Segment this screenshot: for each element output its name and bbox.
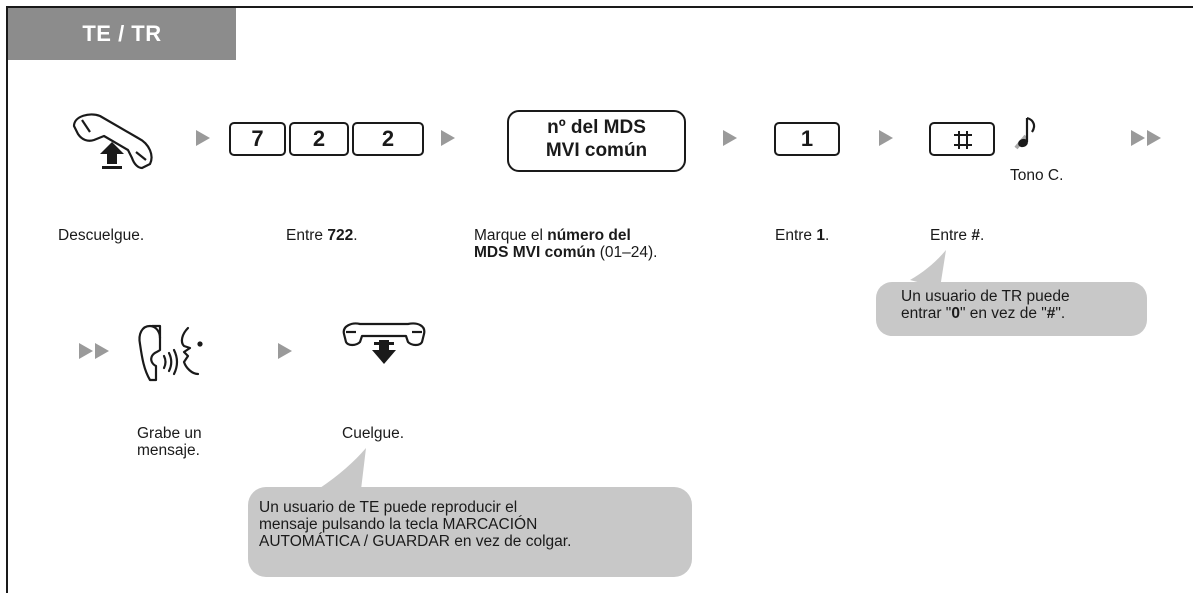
label-descuelgue: Descuelgue. bbox=[58, 227, 145, 244]
arrow-1 bbox=[196, 130, 210, 146]
label-cuelgue: Cuelgue. bbox=[342, 425, 405, 442]
record-voice-icon bbox=[138, 324, 203, 382]
frame-left-border bbox=[6, 6, 8, 593]
key-2-second: 2 bbox=[352, 122, 424, 156]
note-tr-line2-mid: " en vez de " bbox=[959, 305, 1047, 322]
key-hash bbox=[929, 122, 995, 156]
note-tr-line1: Un usuario de TR puede bbox=[901, 288, 1070, 305]
label-entre-hash-prefix: Entre bbox=[930, 227, 972, 244]
arrow-6b bbox=[95, 343, 109, 359]
arrow-6a bbox=[79, 343, 93, 359]
label-entre-hash-suffix: . bbox=[979, 227, 985, 244]
tone-label: Tono C. bbox=[1010, 167, 1064, 184]
handset-off-hook-icon bbox=[72, 113, 153, 170]
key-7: 7 bbox=[229, 122, 286, 156]
label-entre-1: Entre 1. bbox=[775, 227, 829, 244]
hash-key-icon bbox=[954, 131, 972, 149]
arrow-5a bbox=[1131, 130, 1145, 146]
label-marque-bold2: MDS MVI común bbox=[474, 244, 596, 261]
label-grabe-line2: mensaje. bbox=[137, 442, 200, 459]
label-entre-hash-value: # bbox=[971, 227, 980, 244]
arrow-3 bbox=[723, 130, 737, 146]
note-tr-line2-bold1: 0 bbox=[951, 305, 960, 322]
key-1: 1 bbox=[774, 122, 840, 156]
handset-on-hook-icon bbox=[342, 322, 426, 364]
note-bubble-te-pointer bbox=[320, 448, 366, 498]
arrow-4 bbox=[879, 130, 893, 146]
mds-box-line1: nº del MDS bbox=[547, 117, 646, 138]
note-bubble-tr-pointer bbox=[910, 250, 946, 288]
label-entre-1-prefix: Entre bbox=[775, 227, 817, 244]
label-entre-1-suffix: . bbox=[824, 227, 830, 244]
arrow-5b bbox=[1147, 130, 1161, 146]
arrow-7 bbox=[278, 343, 292, 359]
label-grabe: Grabe un mensaje. bbox=[137, 425, 202, 459]
note-tr-line2-suffix: ". bbox=[1055, 305, 1066, 322]
mds-number-box: nº del MDS MVI común bbox=[507, 110, 686, 172]
note-te-line1: Un usuario de TE puede reproducir el bbox=[259, 499, 518, 516]
note-bubble-te: Un usuario de TE puede reproducir el men… bbox=[248, 487, 692, 577]
label-grabe-line1: Grabe un bbox=[137, 425, 202, 442]
label-marque: Marque el número del MDS MVI común (01–2… bbox=[474, 227, 657, 261]
mds-box-line2: MVI común bbox=[545, 140, 648, 161]
label-entre-722: Entre 722. bbox=[286, 227, 358, 244]
label-marque-suffix: (01–24). bbox=[595, 244, 658, 261]
note-te-line3: AUTOMÁTICA / GUARDAR en vez de colgar. bbox=[259, 533, 572, 550]
label-marque-prefix: Marque el bbox=[474, 227, 548, 244]
note-tr-line2-bold2: # bbox=[1046, 305, 1056, 322]
key-2-first: 2 bbox=[289, 122, 349, 156]
label-entre-1-value: 1 bbox=[816, 227, 825, 244]
note-te-line2: mensaje pulsando la tecla MARCACIÓN bbox=[259, 516, 538, 533]
label-entre-722-value: 722 bbox=[327, 227, 354, 244]
label-entre-722-suffix: . bbox=[353, 227, 358, 244]
arrow-2 bbox=[441, 130, 455, 146]
frame-top-border bbox=[6, 6, 1193, 8]
note-tr-line2-prefix: entrar " bbox=[901, 305, 952, 322]
label-entre-hash: Entre #. bbox=[930, 227, 984, 244]
confirmation-tone-icon bbox=[1014, 116, 1036, 150]
label-marque-bold1: número del bbox=[547, 227, 631, 244]
note-tr-line2: entrar "0" en vez de "#". bbox=[901, 305, 1147, 322]
header-tab: TE / TR bbox=[8, 8, 236, 60]
header-title: TE / TR bbox=[82, 21, 162, 46]
label-entre-722-prefix: Entre bbox=[286, 227, 328, 244]
note-bubble-tr: Un usuario de TR puede entrar "0" en vez… bbox=[876, 282, 1147, 336]
